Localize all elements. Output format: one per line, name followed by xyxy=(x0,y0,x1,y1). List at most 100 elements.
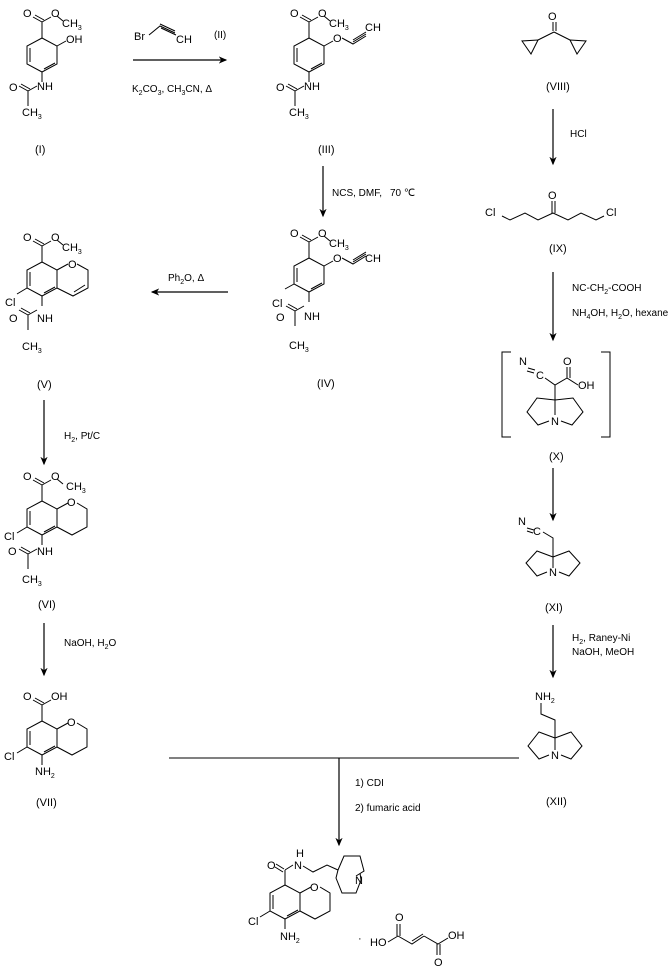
atom-O: O xyxy=(51,471,60,483)
atom-NH: NH xyxy=(37,313,53,325)
atom-N: N xyxy=(518,516,526,528)
reagent-conditions-4: H2, Pt/C xyxy=(64,431,100,444)
atom-O-ring: O xyxy=(67,497,76,509)
atom-CH3: CH3 xyxy=(289,107,309,121)
atom-C: C xyxy=(536,370,544,382)
atom-O: O xyxy=(23,8,32,20)
atom-O: O xyxy=(276,82,285,94)
reagent-conditions-9a: 1) CDI xyxy=(355,778,384,789)
atom-NH2: NH2 xyxy=(280,931,300,945)
compound-label-VII: (VII) xyxy=(36,797,57,809)
reagent-conditions-9b: 2) fumaric acid xyxy=(355,803,421,814)
atom-O: O xyxy=(267,860,276,872)
atom-CH: CH xyxy=(176,34,192,46)
atom-Cl: Cl xyxy=(272,298,282,310)
compound-III: O O CH3 O CH O NH CH3 (III) xyxy=(276,8,381,156)
atom-CH: CH xyxy=(365,22,381,34)
atom-CH3: CH3 xyxy=(62,18,82,32)
compound-label-VIII: (VIII) xyxy=(546,81,570,93)
reagent-II: Br CH (II) xyxy=(134,23,226,46)
reagent-conditions-1: K2CO3, CH3CN, Δ xyxy=(132,84,212,97)
atom-CH3: CH3 xyxy=(22,107,42,121)
atom-Br: Br xyxy=(134,31,145,43)
atom-O: O xyxy=(548,190,557,202)
compound-X: N C O OH N (X) xyxy=(501,351,611,463)
atom-Cl: Cl xyxy=(5,297,15,309)
compound-label-V: (V) xyxy=(37,379,52,391)
atom-Cl: Cl xyxy=(606,207,616,219)
reagent-conditions-5: NaOH, H2O xyxy=(64,638,116,651)
compound-label-X: (X) xyxy=(549,451,564,463)
compound-label-IX: (IX) xyxy=(549,243,567,255)
reagent-conditions-2: NCS, DMF,70 ℃ xyxy=(332,188,415,199)
atom-CH: CH xyxy=(365,253,381,265)
atom-N: N xyxy=(551,416,559,428)
compound-XI: N C N (XI) xyxy=(518,516,581,614)
atom-CH3: CH3 xyxy=(329,238,349,252)
atom-O: O xyxy=(563,356,572,368)
compound-label-II: (II) xyxy=(214,30,226,41)
compound-IV: O O CH3 O CH Cl O NH CH3 (IV) xyxy=(272,228,381,390)
atom-NH2: NH2 xyxy=(535,691,555,705)
fumaric-acid: O HO OH O xyxy=(370,912,465,969)
compound-VII: O OH O Cl NH2 (VII) xyxy=(4,691,88,809)
atom-O: O xyxy=(318,228,327,240)
atom-O-ring: O xyxy=(68,259,77,271)
atom-O-ring: O xyxy=(310,882,319,894)
atom-O: O xyxy=(395,912,404,924)
compound-label-VI: (VI) xyxy=(38,599,56,611)
atom-O-ring: O xyxy=(67,717,76,729)
compound-label-XI: (XI) xyxy=(545,602,563,614)
atom-O: O xyxy=(548,11,557,23)
atom-O: O xyxy=(333,253,342,265)
atom-OH: OH xyxy=(578,380,595,392)
atom-OH: OH xyxy=(66,34,83,46)
atom-O: O xyxy=(434,957,443,969)
compound-IX: O Cl Cl (IX) xyxy=(485,190,616,255)
atom-H: H xyxy=(296,848,304,860)
atom-NH2: NH2 xyxy=(35,766,55,780)
atom-N: N xyxy=(519,356,527,368)
atom-O: O xyxy=(9,82,18,94)
compound-VIII: O (VIII) xyxy=(521,11,587,93)
compound-VI: O O CH3 O Cl O NH CH3 (VI) xyxy=(4,471,88,611)
atom-Cl: Cl xyxy=(4,531,14,543)
atom-CH3: CH3 xyxy=(62,242,82,256)
atom-O: O xyxy=(290,228,299,240)
atom-Cl: Cl xyxy=(248,916,258,928)
salt-dot: · xyxy=(358,933,362,945)
atom-CH3: CH3 xyxy=(66,481,86,495)
atom-CH3: CH3 xyxy=(289,340,309,354)
atom-CH3: CH3 xyxy=(22,574,42,588)
atom-O: O xyxy=(318,8,327,20)
atom-O: O xyxy=(23,691,32,703)
atom-N: N xyxy=(294,860,302,872)
atom-N: N xyxy=(551,750,559,762)
atom-O: O xyxy=(333,33,342,45)
atom-O: O xyxy=(8,546,17,558)
reagent-conditions-8b: NaOH, MeOH xyxy=(572,647,634,658)
atom-N: N xyxy=(549,567,557,579)
atom-HO: HO xyxy=(370,937,387,949)
atom-O: O xyxy=(290,8,299,20)
compound-label-III: (III) xyxy=(318,144,335,156)
atom-CH3: CH3 xyxy=(329,18,349,32)
atom-OH: OH xyxy=(448,930,465,942)
reagent-conditions-3: Ph2O, Δ xyxy=(168,273,204,286)
atom-NH: NH xyxy=(304,81,320,93)
compound-I: O O CH3 OH O NH CH3 (I) xyxy=(9,8,83,156)
atom-C: C xyxy=(533,526,541,538)
reagent-conditions-7b: NH4OH, H2O, hexane xyxy=(572,308,669,321)
atom-Cl: Cl xyxy=(4,751,14,763)
atom-O: O xyxy=(23,232,32,244)
reagent-conditions-8a: H2, Raney-Ni xyxy=(572,633,630,646)
atom-O: O xyxy=(51,232,60,244)
compound-label-IV: (IV) xyxy=(317,378,335,390)
atom-O: O xyxy=(51,8,60,20)
atom-CH3: CH3 xyxy=(22,341,42,355)
atom-O: O xyxy=(276,312,285,324)
final-product: O H N N O Cl NH2 · xyxy=(248,848,365,945)
compound-V: O O CH3 O Cl O NH CH3 (V) xyxy=(5,232,89,391)
atom-O: O xyxy=(9,313,18,325)
